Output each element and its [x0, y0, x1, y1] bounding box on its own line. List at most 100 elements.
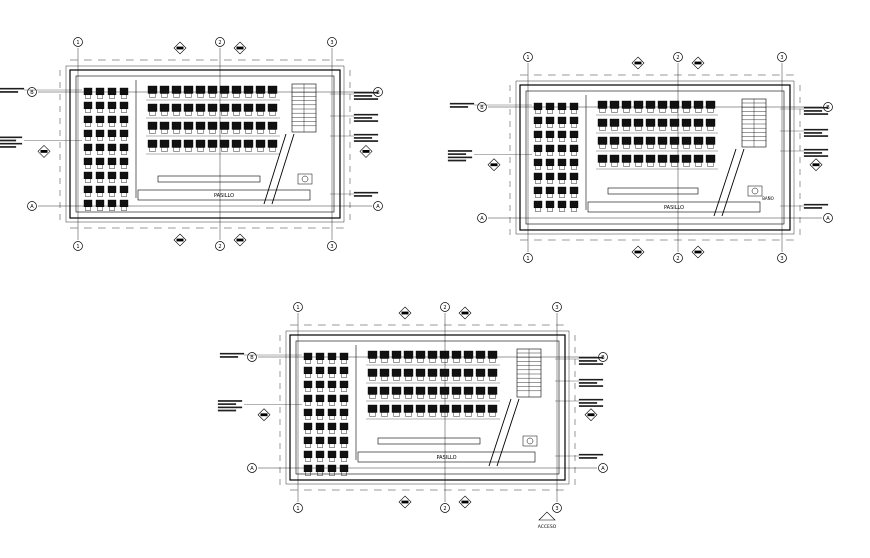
chair-seat-icon — [403, 386, 414, 395]
chair-desk-icon — [405, 412, 412, 417]
chair-seat-icon — [391, 386, 402, 395]
chair-desk-icon — [233, 111, 240, 116]
chair-seat-icon — [681, 136, 692, 145]
chair-desk-icon — [149, 129, 156, 134]
chair-desk-icon — [647, 144, 654, 149]
chair-desk-icon — [671, 126, 678, 131]
annotation-text-line — [217, 400, 243, 402]
chair-desk-icon — [317, 401, 324, 406]
chair-seat-icon — [645, 118, 656, 127]
grid-axis-bubble — [777, 52, 787, 62]
chair-seat-icon — [119, 129, 129, 138]
grid-axis-bubble — [523, 52, 533, 62]
chair-desk-icon — [534, 207, 541, 212]
chair-seat-icon — [597, 154, 608, 163]
chair-seat-icon — [569, 102, 579, 111]
annotation-text-line — [803, 207, 823, 209]
chair-seat-icon — [315, 436, 325, 445]
dimension-frame — [65, 65, 345, 223]
chair-seat-icon — [415, 386, 426, 395]
annotation-text-line — [578, 385, 604, 387]
annotation-text-line — [353, 91, 379, 94]
chair-desk-icon — [269, 111, 276, 116]
chair-seat-icon — [171, 85, 182, 94]
chair-desk-icon — [84, 108, 91, 113]
annotation-text-line — [353, 117, 373, 119]
chair-desk-icon — [109, 108, 116, 113]
chair-desk-icon — [571, 137, 578, 142]
chair-desk-icon — [405, 358, 412, 363]
chair-seat-icon — [367, 350, 378, 359]
chair-desk-icon — [269, 129, 276, 134]
interior-wall — [75, 75, 335, 213]
chair-desk-icon — [429, 358, 436, 363]
chair-desk-icon — [173, 147, 180, 152]
chair-seat-icon — [255, 85, 266, 94]
grid-axis-bubble — [27, 201, 37, 211]
chair-seat-icon — [533, 130, 543, 139]
chair-desk-icon — [671, 162, 678, 167]
chair-seat-icon — [267, 139, 278, 148]
chair-desk-icon — [257, 147, 264, 152]
section-marker-bar — [461, 311, 469, 315]
chair-desk-icon — [121, 178, 128, 183]
chair-desk-icon — [209, 93, 216, 98]
chair-seat-icon — [207, 121, 218, 130]
chair-desk-icon — [97, 136, 104, 141]
chair-desk-icon — [559, 123, 566, 128]
grid-axis-label: A — [826, 216, 830, 222]
annotation-text-line — [217, 409, 237, 412]
grid-axis-label: 2 — [443, 506, 446, 512]
chair-seat-icon — [267, 121, 278, 130]
chair-seat-icon — [609, 136, 620, 145]
chair-seat-icon — [379, 350, 390, 359]
chair-desk-icon — [84, 192, 91, 197]
chair-desk-icon — [185, 129, 192, 134]
chair-seat-icon — [95, 101, 105, 110]
counter-desk — [157, 175, 261, 183]
chair-seat-icon — [439, 350, 450, 359]
chair-desk-icon — [317, 443, 324, 448]
chair-desk-icon — [97, 206, 104, 211]
chair-desk-icon — [233, 147, 240, 152]
chair-seat-icon — [367, 386, 378, 395]
grid-axis-label: B — [480, 105, 484, 111]
chair-seat-icon — [475, 350, 486, 359]
chair-seat-icon — [645, 154, 656, 163]
section-marker-bar — [634, 61, 642, 65]
chair-desk-icon — [97, 164, 104, 169]
grid-axis-label: B — [826, 105, 830, 111]
annotation-text-line — [803, 152, 823, 154]
chair-seat-icon — [243, 121, 254, 130]
chair-seat-icon — [303, 436, 313, 445]
chair-desk-icon — [559, 151, 566, 156]
diagonal-wall — [488, 398, 512, 467]
chair-desk-icon — [257, 93, 264, 98]
chair-desk-icon — [173, 93, 180, 98]
chair-seat-icon — [427, 404, 438, 413]
diagonal-wall — [713, 148, 737, 217]
corridor — [587, 201, 761, 213]
chair-desk-icon — [465, 358, 472, 363]
section-marker-bar — [812, 163, 820, 167]
chair-seat-icon — [159, 103, 170, 112]
chair-seat-icon — [403, 350, 414, 359]
annotation-text-line — [803, 106, 829, 109]
chair-desk-icon — [547, 123, 554, 128]
annotation-text-line — [578, 402, 598, 404]
section-marker-bar — [401, 311, 409, 315]
annotation-text-line — [449, 102, 475, 105]
chair-seat-icon — [451, 386, 462, 395]
chair-seat-icon — [545, 130, 555, 139]
chair-seat-icon — [339, 436, 349, 445]
grid-axis-label: A — [30, 204, 34, 210]
grid-axis-bubble — [477, 213, 487, 223]
chair-seat-icon — [183, 121, 194, 130]
chair-seat-icon — [533, 158, 543, 167]
chair-desk-icon — [683, 126, 690, 131]
chair-desk-icon — [245, 129, 252, 134]
dimension-frame — [285, 330, 570, 485]
access-arrow-icon — [538, 511, 556, 521]
chair-desk-icon — [329, 387, 336, 392]
chair-seat-icon — [303, 464, 313, 473]
